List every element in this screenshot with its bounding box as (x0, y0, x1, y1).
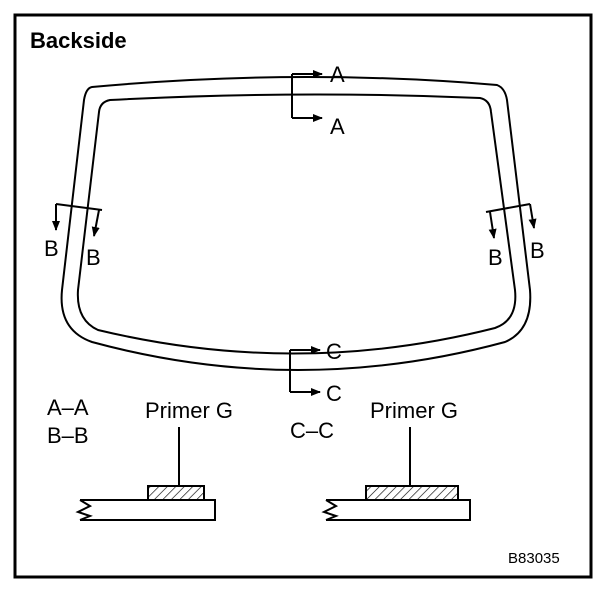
section-cut-a (291, 70, 323, 122)
section-cut-b-right (485, 203, 537, 239)
figure-code: B83035 (508, 550, 560, 567)
figure-title: Backside (30, 28, 127, 53)
detail-left-primer-block (147, 485, 205, 501)
windshield-outer-outline (60, 75, 532, 371)
figure-frame (13, 13, 593, 579)
detail-left-section-line2: B–B (47, 423, 89, 448)
section-mark-b-right-inner: B (488, 245, 503, 270)
detail-left-section-line1: A–A (47, 395, 89, 420)
detail-right-material-label: Primer G (370, 398, 458, 423)
section-cut-c (289, 346, 321, 396)
section-mark-b-left-inner: B (86, 245, 101, 270)
detail-right-cross-section (321, 427, 471, 521)
detail-right-primer-block (365, 485, 459, 501)
detail-right-section-label: C–C (290, 418, 334, 443)
section-mark-b-left-outer: B (44, 236, 59, 261)
section-mark-a-top: A (330, 62, 345, 87)
section-mark-a-bottom: A (330, 114, 345, 139)
detail-left-material-label: Primer G (145, 398, 233, 423)
section-cut-b-left (52, 203, 103, 237)
windshield-inner-outline (76, 93, 517, 355)
section-mark-c-top: C (326, 339, 342, 364)
section-mark-c-bottom: C (326, 381, 342, 406)
section-mark-b-right-outer: B (530, 238, 545, 263)
detail-left-cross-section (75, 427, 216, 521)
